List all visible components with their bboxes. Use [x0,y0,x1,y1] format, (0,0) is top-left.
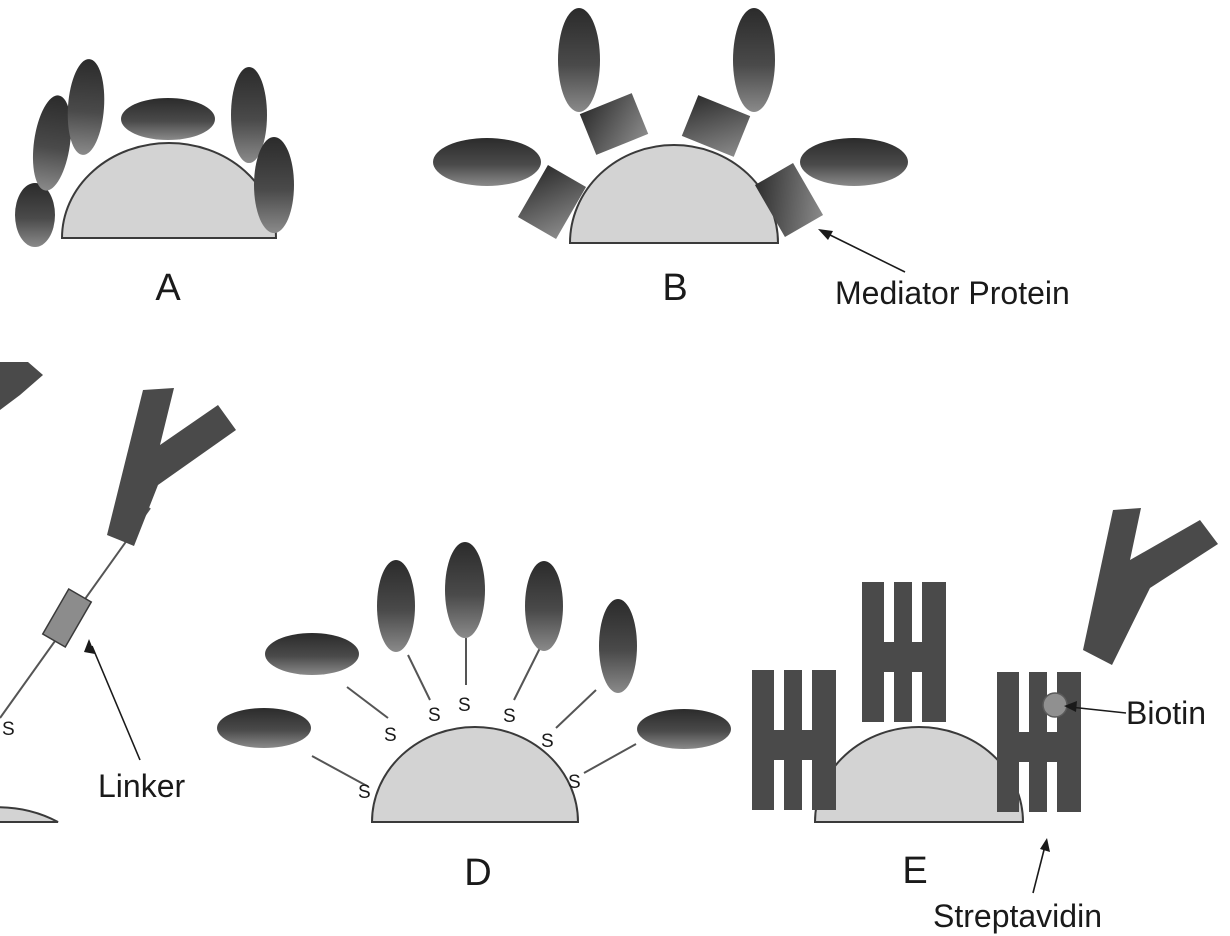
streptavidin-arrow [1033,846,1045,893]
linker-block [43,589,92,647]
panel-b: B Mediator Protein [433,8,1070,311]
thiol-c: S [2,719,15,740]
thiol-d-6: S [541,731,554,752]
thiol-d-7: S [568,772,581,793]
panel-e: E Biotin Streptavidin [752,508,1218,934]
thiol-linker-d-6 [556,690,596,728]
thiol-d-3: S [428,705,441,726]
panel-label-b: B [662,267,687,309]
protein-d-1 [217,708,311,748]
thiol-linker-d-2 [347,687,388,718]
biotin-molecule [1043,693,1067,717]
biotin-label: Biotin [1126,695,1206,731]
panel-a: A [15,58,294,309]
protein-b-3 [733,8,775,112]
panel-label-a: A [155,267,181,309]
protein-a-6 [254,137,294,233]
streptavidin-arrowhead [1040,838,1050,852]
mediator-arrow [824,232,905,272]
protein-d-2 [265,633,359,675]
linker-label: Linker [98,768,186,804]
protein-b-1 [433,138,541,186]
streptavidin-e-1 [752,670,836,810]
antibody-c [107,388,236,546]
protein-a-1 [15,183,55,247]
streptavidin-e-2 [862,582,946,722]
protein-b-4 [800,138,908,186]
thiol-d-4: S [458,695,471,716]
protein-d-6 [599,599,637,693]
protein-d-4 [445,542,485,638]
mediator-arrowhead [818,229,833,240]
bead-e [815,727,1023,822]
thiol-d-1: S [358,782,371,803]
protein-b-2 [558,8,600,112]
antibody-c-partial [0,362,43,410]
mediator-protein-label: Mediator Protein [835,275,1070,311]
panel-label-e: E [902,850,927,892]
protein-a-4 [121,98,215,140]
protein-d-5 [525,561,563,651]
bead-b [570,145,778,243]
protein-a-3 [65,58,108,156]
linker-arrow [92,646,140,760]
bead-c [0,807,58,822]
protein-d-7 [637,709,731,749]
linker-arrowhead [84,639,95,654]
antibody-e [1083,508,1218,665]
thiol-linker-d-7 [584,744,636,773]
thiol-d-2: S [384,725,397,746]
panel-c: S Linker [0,362,236,822]
thiol-linker-d-3 [408,655,430,700]
thiol-d-5: S [503,706,516,727]
streptavidin-label: Streptavidin [933,898,1102,934]
protein-d-3 [377,560,415,652]
panel-label-d: D [464,852,491,894]
panel-d: S S S S S S S D [217,542,731,894]
thiol-linker-d-5 [514,648,540,700]
streptavidin-e-3 [997,672,1081,812]
